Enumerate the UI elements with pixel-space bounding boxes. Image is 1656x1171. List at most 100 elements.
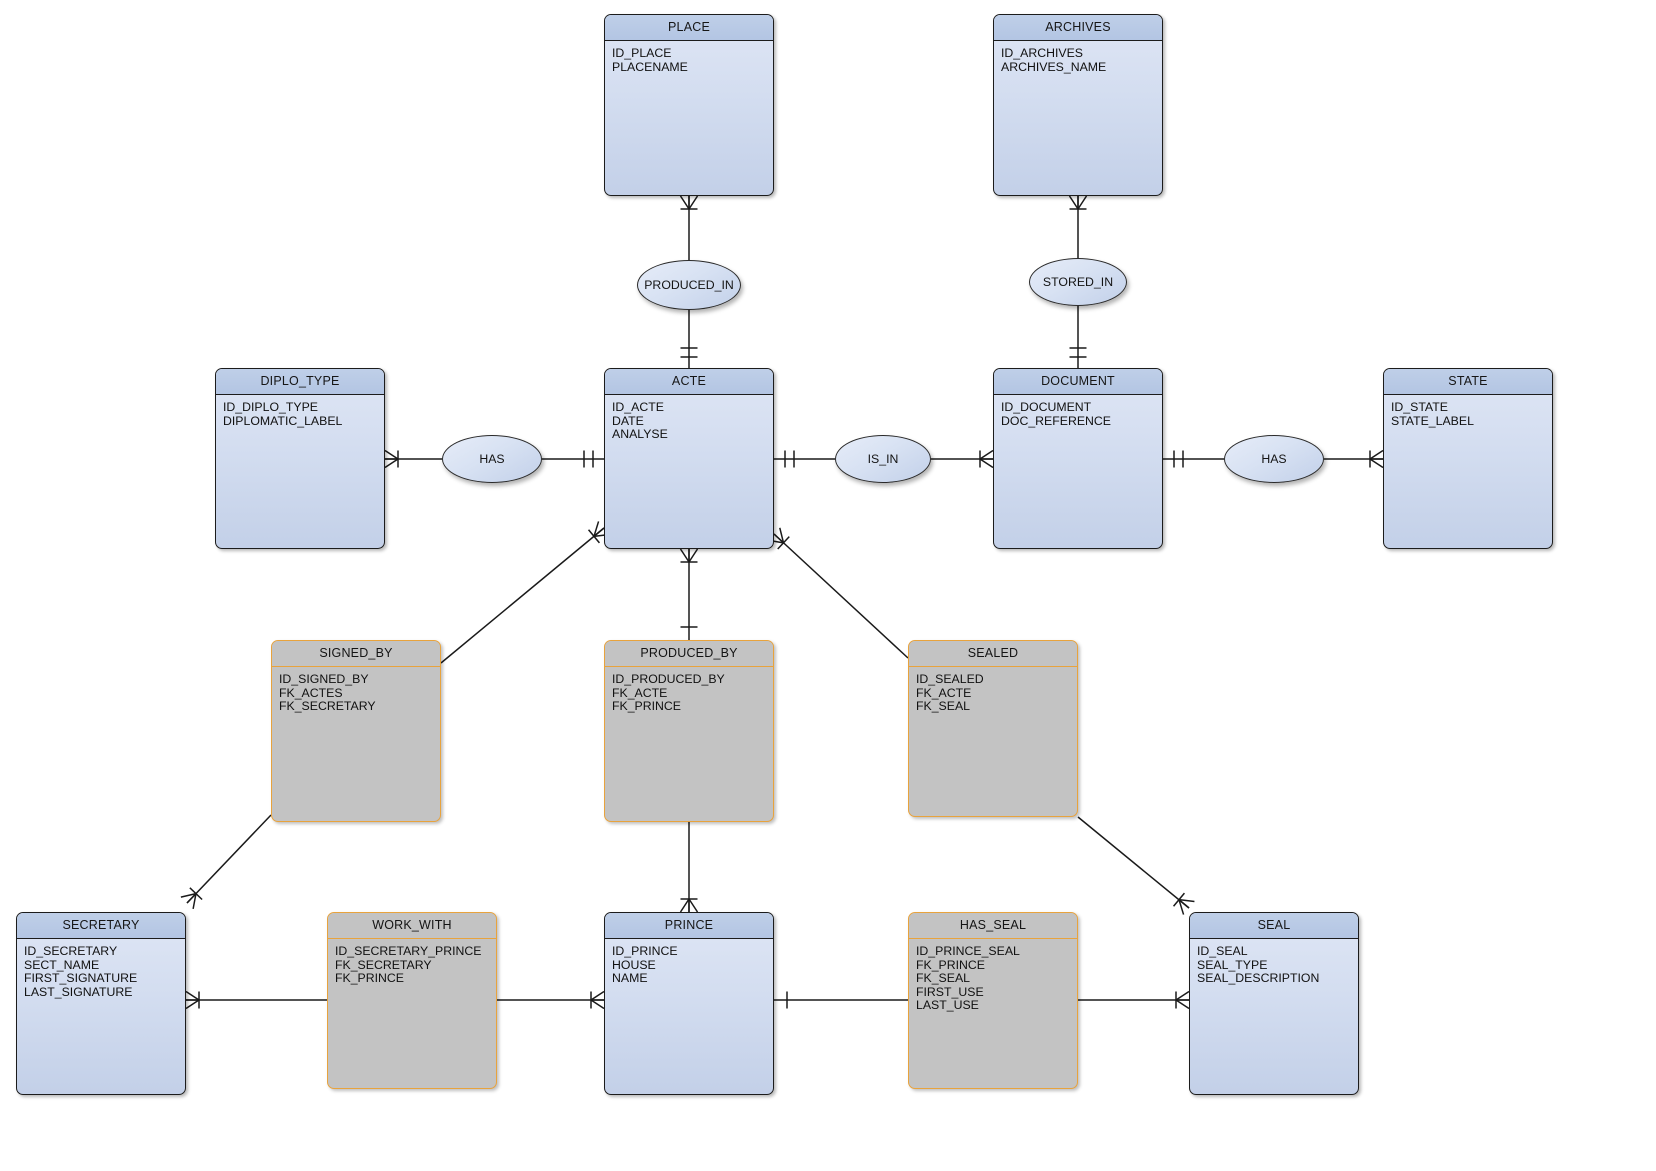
attribute: FK_PRINCE <box>612 699 682 714</box>
card-document-has <box>1173 450 1184 468</box>
attribute: PLACENAME <box>612 59 688 74</box>
attribute: ARCHIVES_NAME <box>1001 59 1107 74</box>
attribute: ID_ARCHIVES <box>1001 46 1084 60</box>
attribute: FIRST_SIGNATURE <box>24 971 138 986</box>
attribute: FK_SECRETARY <box>335 957 432 972</box>
entity-title-sealed: SEALED <box>909 641 1077 667</box>
entity-title-produced_by: PRODUCED_BY <box>605 641 773 667</box>
card-produced_by-prince <box>679 898 699 913</box>
entity-title-diplo_type: DIPLO_TYPE <box>216 369 384 395</box>
attribute: ID_DOCUMENT <box>1001 400 1092 414</box>
attribute: FK_ACTES <box>279 685 343 700</box>
attribute: FK_PRINCE <box>335 971 405 986</box>
attribute: FK_PRINCE <box>916 957 986 972</box>
relationship-label: IS_IN <box>867 452 899 466</box>
attribute: ID_PRINCE_SEAL <box>916 944 1020 958</box>
attribute: ID_SEALED <box>916 672 984 686</box>
entity-title-archives: ARCHIVES <box>994 15 1162 41</box>
entity-title-seal: SEAL <box>1190 913 1358 939</box>
attribute: SEAL_TYPE <box>1197 957 1268 972</box>
attribute: ID_SECRETARY_PRINCE <box>335 944 482 958</box>
attribute: ID_PLACE <box>612 46 672 60</box>
card-produced_in-acte <box>680 347 698 358</box>
attribute: ID_ACTE <box>612 400 664 414</box>
card-has-acte <box>583 450 594 468</box>
card-acte-is_in <box>784 450 795 468</box>
relationship-stored_in[interactable]: STORED_IN <box>1029 258 1127 306</box>
attribute: LAST_SIGNATURE <box>24 984 133 999</box>
entity-title-work_with: WORK_WITH <box>328 913 496 939</box>
card-work_with-prince <box>590 990 605 1010</box>
relationship-is_in[interactable]: IS_IN <box>835 435 931 483</box>
attribute: NAME <box>612 971 648 986</box>
attribute: ID_SEAL <box>1197 944 1248 958</box>
card-signed_by-secretary <box>180 887 203 910</box>
card-diplo_type-has <box>384 449 399 469</box>
attribute: LAST_USE <box>916 998 979 1013</box>
entity-title-acte: ACTE <box>605 369 773 395</box>
card-place-produced_in <box>679 195 699 210</box>
attribute: ANALYSE <box>612 427 668 442</box>
attribute: FK_ACTE <box>916 685 972 700</box>
entity-title-place: PLACE <box>605 15 773 41</box>
attribute: FK_SEAL <box>916 971 970 986</box>
attribute: ID_SIGNED_BY <box>279 672 369 686</box>
entity-title-state: STATE <box>1384 369 1552 395</box>
entity-title-document: DOCUMENT <box>994 369 1162 395</box>
relationship-has_state[interactable]: HAS <box>1224 435 1324 483</box>
attribute: FK_SEAL <box>916 699 970 714</box>
attribute: ID_PRODUCED_BY <box>612 672 725 686</box>
attribute: ID_PRINCE <box>612 944 678 958</box>
entity-title-prince: PRINCE <box>605 913 773 939</box>
relationship-label: HAS <box>479 452 505 466</box>
attribute: STATE_LABEL <box>1391 413 1474 428</box>
relationship-label: PRODUCED_IN <box>644 278 734 292</box>
card-has_seal-seal <box>1175 990 1190 1010</box>
card-stored_in-document <box>1069 347 1087 358</box>
relationship-produced_in[interactable]: PRODUCED_IN <box>637 260 741 310</box>
relationship-label: STORED_IN <box>1042 275 1114 289</box>
attribute: FIRST_USE <box>916 984 984 999</box>
attribute: FK_ACTE <box>612 685 668 700</box>
card-sealed-seal <box>1172 892 1195 915</box>
entity-title-has_seal: HAS_SEAL <box>909 913 1077 939</box>
entity-title-signed_by: SIGNED_BY <box>272 641 440 667</box>
attribute: SEAL_DESCRIPTION <box>1197 971 1320 986</box>
attribute: HOUSE <box>612 957 656 972</box>
attribute: ID_STATE <box>1391 400 1448 414</box>
card-secretary-work_with <box>185 990 200 1010</box>
relationship-has_diplo[interactable]: HAS <box>442 435 542 483</box>
attribute: FK_SECRETARY <box>279 699 376 714</box>
card-acte-produced_by <box>679 548 699 563</box>
attribute: SECT_NAME <box>24 957 100 972</box>
attribute: ID_SECRETARY <box>24 944 118 958</box>
attribute: DATE <box>612 413 644 428</box>
